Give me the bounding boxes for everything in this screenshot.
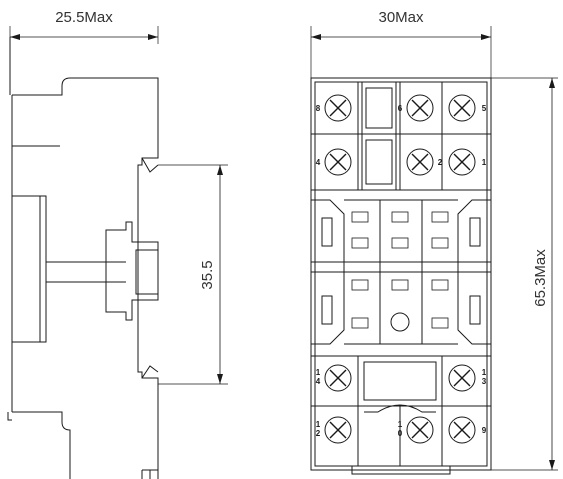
screw-terminals <box>324 94 476 444</box>
rail-height-dimension: 35.5 <box>158 164 228 385</box>
front-housing-outline <box>310 77 492 471</box>
side-width-label: 25.5Max <box>55 9 113 26</box>
terminal-label: 2 <box>438 158 443 167</box>
front-width-label: 30Max <box>378 9 424 26</box>
screw-terminal-icon <box>406 94 434 122</box>
terminal-label: 1 <box>482 158 487 167</box>
screw-terminal-icon <box>324 148 352 176</box>
plug-block <box>11 195 47 343</box>
pin-slots <box>351 211 449 329</box>
screw-terminal-icon <box>324 416 352 444</box>
side-clip <box>105 221 159 321</box>
front-width-dimension: 30Max <box>310 9 492 78</box>
screw-terminal-icon <box>448 148 476 176</box>
screw-terminal-icon <box>448 416 476 444</box>
screw-terminal-icon <box>324 364 352 392</box>
screw-terminal-icon <box>448 364 476 392</box>
terminal-label: 8 <box>316 104 321 113</box>
total-height-dimension: 65.3Max <box>491 77 558 471</box>
front-view: 30Max <box>310 9 558 475</box>
terminal-label: 4 <box>316 158 321 167</box>
side-view: 25.5Max 35.5 <box>7 9 228 479</box>
total-height-label: 65.3Max <box>532 249 549 307</box>
screw-terminal-icon <box>406 416 434 444</box>
screw-terminal-icon <box>406 148 434 176</box>
rail-height-label: 35.5 <box>199 260 216 289</box>
side-width-dimension: 25.5Max <box>9 9 159 44</box>
screw-terminal-icon <box>448 94 476 122</box>
center-hole <box>390 312 410 332</box>
terminal-label: 9 <box>482 426 487 435</box>
screw-terminal-icon <box>324 94 352 122</box>
terminal-label: 6 <box>398 104 403 113</box>
terminal-label: 5 <box>482 104 487 113</box>
